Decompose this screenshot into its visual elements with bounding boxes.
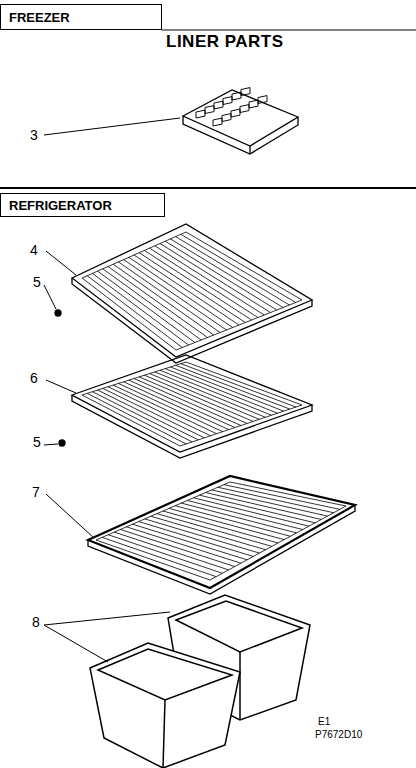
section-title: LINER PARTS bbox=[166, 32, 284, 52]
tab-label: FREEZER bbox=[9, 10, 70, 25]
slat bbox=[102, 537, 216, 576]
slat bbox=[150, 248, 258, 317]
slat bbox=[92, 392, 192, 442]
slat bbox=[193, 498, 308, 526]
slat bbox=[114, 532, 228, 570]
ice-cube-cell bbox=[231, 109, 240, 117]
slat bbox=[187, 500, 302, 529]
slat bbox=[165, 369, 277, 414]
ice-tray bbox=[183, 88, 298, 154]
slat bbox=[151, 516, 266, 549]
slat bbox=[170, 239, 283, 308]
section-rule bbox=[162, 30, 416, 31]
slat bbox=[176, 365, 290, 409]
slat bbox=[92, 273, 188, 345]
screws bbox=[55, 310, 65, 446]
slat bbox=[181, 364, 296, 407]
ice-cube-cell bbox=[241, 88, 250, 96]
slat bbox=[218, 487, 334, 512]
shelf-upper bbox=[72, 224, 312, 363]
crisper-pans bbox=[90, 595, 310, 768]
drawing-code: P7672D10 bbox=[315, 729, 362, 740]
tab-label: REFRIGERATOR bbox=[9, 198, 112, 213]
section-tab: FREEZER bbox=[0, 4, 162, 30]
ice-cube-cell bbox=[214, 101, 223, 109]
slat bbox=[120, 529, 234, 566]
slat bbox=[181, 503, 296, 533]
slat bbox=[144, 250, 251, 320]
glass-shelf bbox=[88, 476, 355, 594]
slat bbox=[181, 234, 296, 302]
drawing-code: E1 bbox=[318, 716, 330, 727]
ice-cube-cell bbox=[222, 114, 231, 122]
callout-number: 6 bbox=[30, 370, 38, 386]
slat bbox=[176, 237, 290, 305]
section-divider bbox=[0, 187, 416, 189]
slat bbox=[163, 511, 278, 543]
slat bbox=[87, 276, 182, 348]
slat bbox=[87, 393, 186, 444]
slat bbox=[169, 508, 284, 539]
slat bbox=[170, 367, 283, 411]
slat bbox=[165, 241, 277, 310]
section-tab: REFRIGERATOR bbox=[0, 193, 165, 217]
callout-number: 3 bbox=[30, 127, 38, 143]
ice-cube-cell bbox=[249, 100, 258, 108]
ice-cube-cell bbox=[258, 96, 267, 104]
callout-number: 7 bbox=[32, 484, 40, 500]
slat bbox=[145, 519, 260, 553]
ice-cube-cell bbox=[240, 105, 249, 113]
ice-cube-cell bbox=[205, 106, 214, 114]
slat bbox=[224, 485, 340, 510]
ice-cube-cell bbox=[196, 110, 205, 118]
slat bbox=[157, 514, 272, 547]
ice-cube-cell bbox=[232, 92, 241, 100]
ice-cube-cell bbox=[213, 118, 222, 126]
slat bbox=[175, 506, 290, 537]
slat bbox=[98, 271, 195, 342]
callout-number: 5 bbox=[33, 434, 41, 450]
callout-number: 8 bbox=[32, 614, 40, 630]
callout-number: 5 bbox=[33, 274, 41, 290]
callout-number: 4 bbox=[30, 242, 38, 258]
ice-cube-cell bbox=[223, 97, 232, 105]
shelf-lower bbox=[72, 355, 312, 458]
slat bbox=[108, 535, 222, 574]
